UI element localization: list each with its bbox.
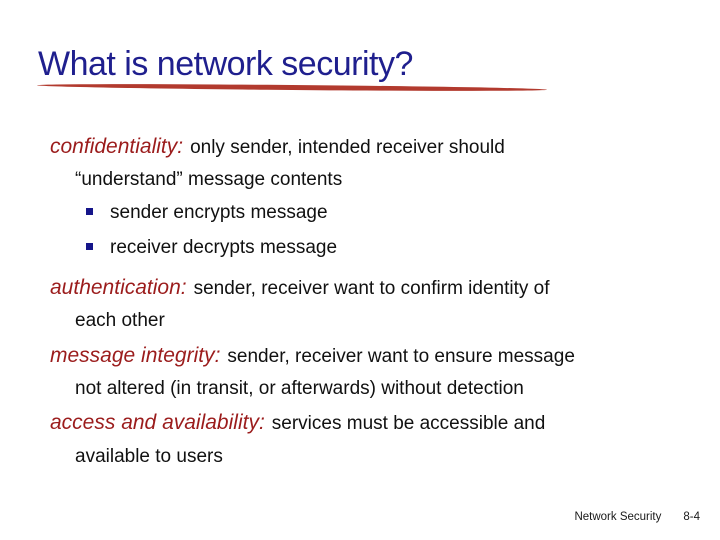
bullet-square-icon	[86, 243, 93, 250]
footer-label: Network Security	[574, 511, 662, 523]
section-text: sender, receiver want to confirm identit…	[193, 278, 550, 299]
keyword-access-availability: access and availability:	[50, 411, 265, 434]
section-confidentiality-line1: confidentiality: only sender, intended re…	[50, 134, 505, 161]
keyword-authentication: authentication:	[50, 276, 187, 299]
section-text: services must be accessible and	[271, 413, 546, 434]
slide-title: What is network security?	[38, 45, 413, 83]
section-message-integrity-line2: not altered (in transit, or afterwards) …	[75, 378, 524, 399]
section-message-integrity-line1: message integrity: sender, receiver want …	[50, 343, 575, 370]
section-confidentiality-line2: “understand” message contents	[75, 169, 343, 190]
sub-bullet-receiver-decrypts: receiver decrypts message	[86, 235, 337, 261]
title-underline	[36, 82, 548, 93]
slide-footer: Network Security 8-4	[574, 511, 700, 523]
section-text: sender, receiver want to ensure message	[227, 346, 575, 367]
bullet-text: receiver decrypts message	[110, 237, 338, 258]
section-text: only sender, intended receiver should	[190, 137, 505, 158]
section-access-availability-line2: available to users	[75, 446, 223, 467]
section-access-availability-line1: access and availability: services must be…	[50, 410, 545, 437]
section-authentication-line1: authentication: sender, receiver want to …	[50, 275, 550, 302]
sub-bullet-sender-encrypts: sender encrypts message	[86, 200, 328, 226]
bullet-text: sender encrypts message	[110, 202, 328, 223]
keyword-confidentiality: confidentiality:	[50, 135, 184, 158]
keyword-message-integrity: message integrity:	[50, 344, 221, 367]
section-authentication-line2: each other	[75, 310, 165, 331]
bullet-square-icon	[86, 208, 93, 215]
footer-page-number: 8-4	[683, 511, 700, 523]
